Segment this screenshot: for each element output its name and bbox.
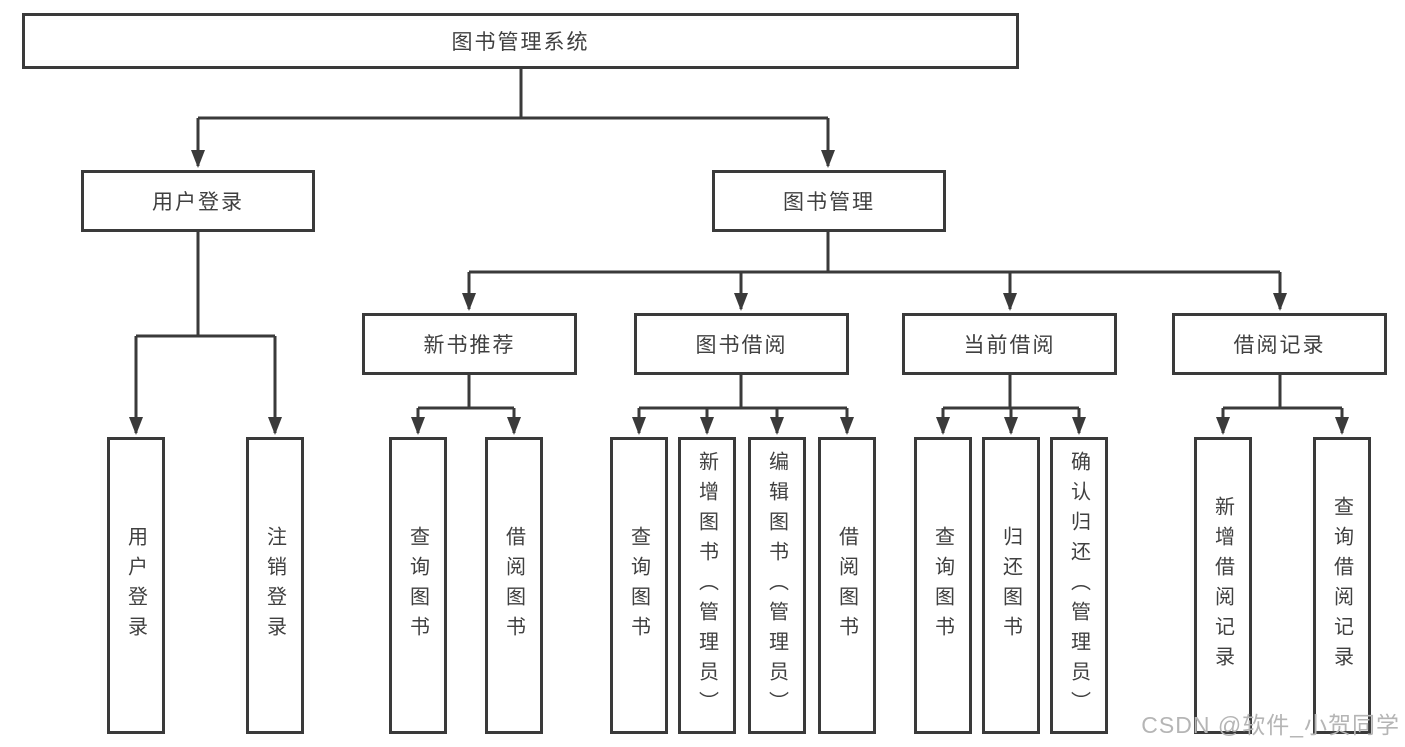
node-label: 用户登录 [152, 191, 244, 214]
node-borrow-records: 借阅记录 [1172, 313, 1387, 375]
node-book-management: 图书管理 [712, 170, 946, 232]
leaf-logout: 注销登录 [246, 437, 304, 734]
node-label: 注销登录 [263, 525, 286, 646]
node-label: 新书推荐 [423, 334, 516, 357]
node-label: 当前借阅 [963, 334, 1056, 357]
node-label: 查询图书 [931, 525, 954, 646]
node-label: 归还图书 [999, 525, 1022, 646]
leaf-borrow-book-recommend: 借阅图书 [485, 437, 543, 734]
node-label: 新增图书（管理员） [695, 450, 718, 721]
node-label: 借阅图书 [502, 525, 525, 646]
leaf-edit-book-admin: 编辑图书（管理员） [748, 437, 806, 734]
leaf-query-book-borrow: 查询图书 [610, 437, 668, 734]
leaf-return-book: 归还图书 [982, 437, 1040, 734]
node-label: 图书管理 [783, 191, 875, 214]
node-label: 查询图书 [627, 525, 650, 646]
node-book-borrow: 图书借阅 [634, 313, 849, 375]
node-current-borrow: 当前借阅 [902, 313, 1117, 375]
node-user-login: 用户登录 [81, 170, 315, 232]
leaf-borrow-book: 借阅图书 [818, 437, 876, 734]
node-label: 图书管理系统 [451, 31, 590, 54]
node-label: 确认归还（管理员） [1067, 450, 1090, 721]
node-new-book-recommend: 新书推荐 [362, 313, 577, 375]
node-label: 图书借阅 [695, 334, 788, 357]
node-label: 用户登录 [124, 525, 147, 646]
leaf-query-borrow-record: 查询借阅记录 [1313, 437, 1371, 734]
node-label: 借阅记录 [1233, 334, 1326, 357]
node-label: 查询借阅记录 [1330, 495, 1353, 676]
leaf-user-login: 用户登录 [107, 437, 165, 734]
leaf-add-borrow-record: 新增借阅记录 [1194, 437, 1252, 734]
node-label: 查询图书 [406, 525, 429, 646]
node-label: 借阅图书 [835, 525, 858, 646]
leaf-query-book-current: 查询图书 [914, 437, 972, 734]
leaf-add-book-admin: 新增图书（管理员） [678, 437, 736, 734]
node-label: 新增借阅记录 [1211, 495, 1234, 676]
leaf-query-book-recommend: 查询图书 [389, 437, 447, 734]
node-library-management-system: 图书管理系统 [22, 13, 1019, 69]
leaf-confirm-return-admin: 确认归还（管理员） [1050, 437, 1108, 734]
node-label: 编辑图书（管理员） [765, 450, 788, 721]
